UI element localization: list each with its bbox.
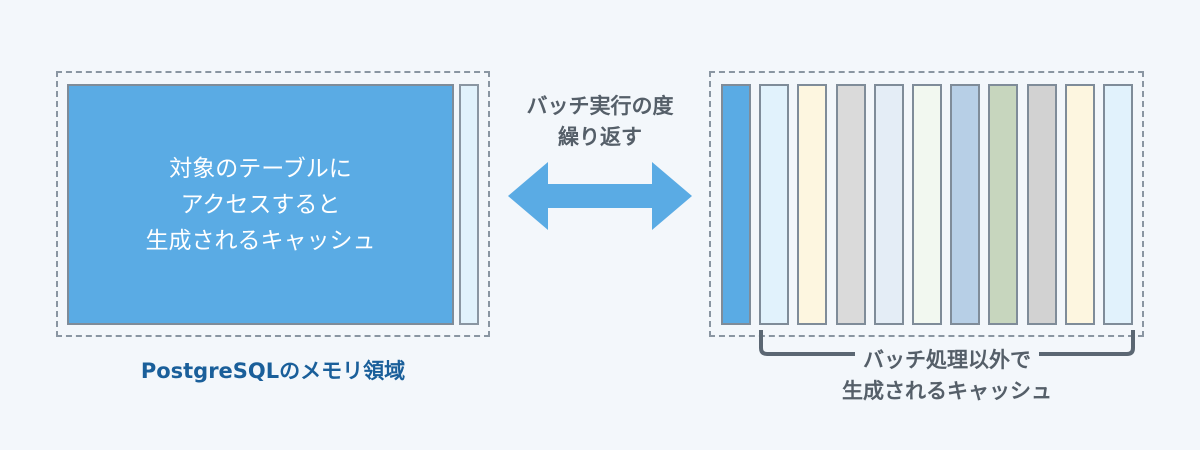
block-line-1: 対象のテーブルに — [169, 155, 352, 182]
memory-area-caption: PostgreSQLのメモリ領域 — [140, 359, 406, 383]
caption-line-2: 生成されるキャッシュ — [842, 379, 1052, 403]
block-line-3: 生成されるキャッシュ — [145, 227, 376, 254]
cache-column — [836, 84, 866, 325]
cache-column — [797, 84, 827, 325]
cache-column — [912, 84, 942, 325]
cache-column — [950, 84, 980, 325]
cache-column — [721, 84, 751, 325]
batch-memory-frame — [709, 71, 1144, 337]
repeat-label-line-1: バッチ実行の度 — [526, 94, 674, 118]
cache-column — [1027, 84, 1057, 325]
repeat-label: バッチ実行の度 繰り返す — [500, 91, 700, 153]
caption-line-1: バッチ処理以外で — [855, 345, 1039, 376]
double-arrow-icon — [508, 162, 692, 230]
other-cache-sliver — [459, 84, 479, 325]
postgresql-memory-frame — [56, 71, 490, 337]
non-batch-cache-caption: バッチ処理以外で 生成されるキャッシュ — [757, 345, 1137, 407]
cache-column — [1065, 84, 1095, 325]
table-access-cache-block: 対象のテーブルに アクセスすると 生成されるキャッシュ — [67, 84, 454, 325]
cache-column — [1103, 84, 1133, 325]
cache-column — [988, 84, 1018, 325]
repeat-label-line-2: 繰り返す — [558, 125, 642, 149]
cache-column — [759, 84, 789, 325]
cache-column — [874, 84, 904, 325]
block-line-2: アクセスすると — [180, 191, 341, 218]
table-access-cache-text: 対象のテーブルに アクセスすると 生成されるキャッシュ — [146, 151, 376, 259]
